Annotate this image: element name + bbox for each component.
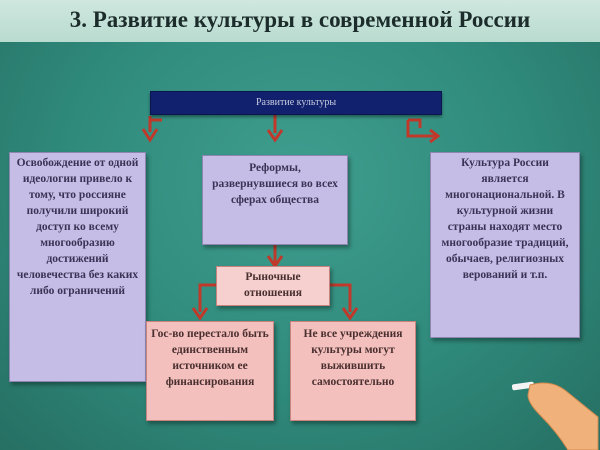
market-relations-text: Рыночные отношения [244,271,302,299]
arrow-left-bracket [148,118,162,132]
bottom-right-box: Не все учреждения культуры могут выживши… [290,321,416,421]
right-note-card: Культура России является многонациональн… [430,152,580,338]
arrow-right-bracket [408,118,422,128]
middle-note-card: Реформы, развернувшиеся во всех сферах о… [202,155,348,245]
top-concept-box: Развитие культуры [150,91,442,115]
bottom-right-text: Не все учреждения культуры могут выживши… [303,328,403,388]
market-relations-box: Рыночные отношения [216,266,330,306]
hand-icon [527,382,599,450]
arrow-mid-head [266,129,284,143]
left-note-text: Освобождение от одной идеологии привело … [16,157,139,297]
title-bar [0,0,600,42]
arrow-right-path [406,120,436,138]
top-concept-label: Развитие культуры [255,97,337,108]
bottom-left-text: Гос-во перестало быть единственным источ… [151,328,269,388]
arrow-br-path [328,283,352,312]
right-note-text: Культура России является многонациональн… [441,157,569,281]
arrow-bl-path [198,283,216,312]
arrow-left-head [141,128,159,143]
arrow-bl-head [191,307,209,321]
hand-with-chalk-icon [511,381,599,450]
arrow-right-head [429,128,441,144]
chalk-icon [511,381,535,391]
bottom-left-box: Гос-во перестало быть единственным источ… [146,321,274,421]
left-note-card: Освобождение от одной идеологии привело … [9,152,146,382]
middle-note-text: Реформы, развернувшиеся во всех сферах о… [212,162,338,206]
arrow-br-head [341,307,359,321]
slide-title: 3. Развитие культуры в современной Росси… [69,7,531,32]
